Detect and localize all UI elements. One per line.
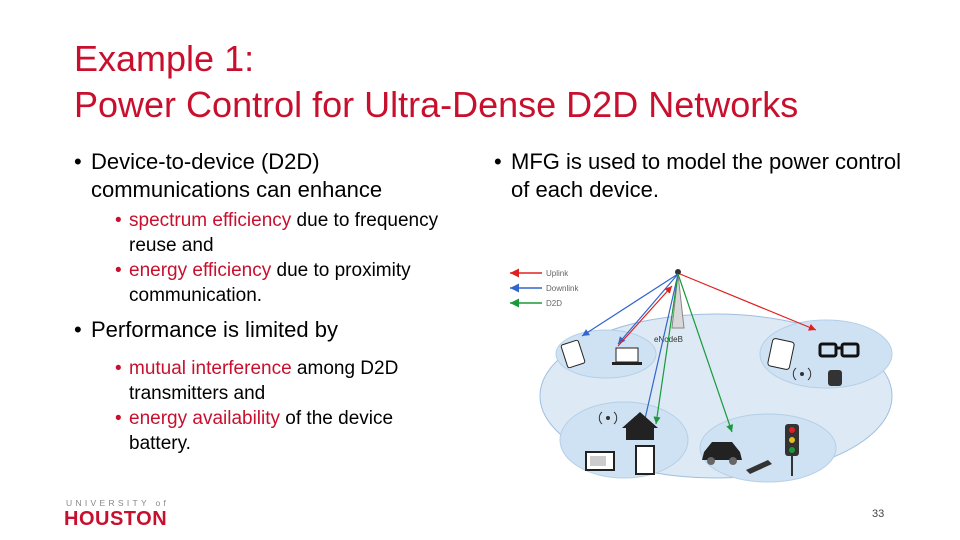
sub-bullet-interference: mutual interference among D2D transmitte… [115, 356, 445, 406]
d2d-arrow-car [677, 273, 734, 433]
uplink-arrow-laptop [617, 285, 673, 347]
downlink-arrow-laptop [617, 273, 679, 345]
sub-bullets-limits: mutual interference among D2D transmitte… [74, 356, 445, 456]
sub-bullet-spectrum-highlight: spectrum efficiency [129, 210, 292, 231]
downlink-arrow-phone [581, 273, 679, 337]
downlink-arrow-home [640, 273, 679, 433]
right-column: MFG is used to model the power control o… [494, 148, 904, 204]
sub-bullet-energy: energy efficiency due to proximity commu… [115, 258, 474, 308]
bullet-mfg-text: MFG is used to model the power control o… [494, 148, 904, 204]
bullet-d2d: Device-to-device (D2D) communications ca… [74, 148, 474, 204]
sub-bullet-battery: energy availability of the device batter… [115, 406, 445, 456]
sub-bullet-energy-highlight: energy efficiency [129, 260, 272, 281]
smartwatch-icon [828, 370, 842, 386]
title-line-1: Example 1: [74, 38, 255, 79]
microwave-icon [585, 451, 615, 471]
sub-bullet-battery-highlight: energy availability [129, 408, 281, 429]
sub-bullet-energy-text: due to proximity communication. [129, 260, 411, 306]
left-column: Device-to-device (D2D) communications ca… [74, 148, 474, 456]
diagram-legend: Uplink Downlink D2D [510, 268, 579, 308]
sub-bullets-benefits: spectrum efficiency due to frequency reu… [74, 208, 474, 308]
small-cell-bottom-left [559, 401, 689, 479]
d2d-network-diagram: Uplink Downlink D2D eNodeB [510, 268, 893, 483]
enodeb-tower-icon [671, 269, 685, 329]
legend-d2d: D2D [546, 299, 562, 308]
page-number: 33 [872, 508, 885, 520]
drone-icon [746, 460, 772, 474]
refrigerator-icon [635, 445, 655, 475]
sub-bullet-spectrum-text: due to frequency reuse and [129, 210, 439, 256]
bullet-performance: Performance is limited by [74, 316, 474, 344]
smartphone-icon [560, 339, 586, 369]
slide-title: Example 1: Power Control for Ultra-Dense… [74, 36, 934, 128]
sub-bullet-spectrum: spectrum efficiency due to frequency reu… [115, 208, 474, 258]
smartphone-right-icon [767, 338, 795, 370]
sub-bullet-battery-text: of the device battery. [129, 408, 394, 454]
wireless-sensor-icon [792, 367, 812, 381]
d2d-arrow-home [653, 273, 679, 425]
bullet-d2d-text: Device-to-device (D2D) communications ca… [74, 148, 474, 204]
sub-bullet-interference-highlight: mutual interference [129, 358, 292, 379]
university-of-label: UNIVERSITY of [66, 498, 170, 508]
traffic-light-icon [785, 424, 799, 476]
bullet-performance-text: Performance is limited by [74, 316, 474, 344]
small-cell-left [555, 329, 657, 379]
legend-downlink: Downlink [546, 284, 579, 293]
wifi-signal-icon [598, 411, 618, 425]
small-cell-right [759, 319, 893, 389]
legend-uplink: Uplink [546, 269, 569, 278]
laptop-icon [612, 347, 642, 365]
small-cell-bottom-right [699, 413, 837, 483]
car-icon [702, 442, 742, 465]
smart-home-icon [622, 412, 658, 440]
title-line-2: Power Control for Ultra-Dense D2D Networ… [74, 84, 799, 125]
houston-logo: HOUSTON [64, 508, 168, 530]
sub-bullet-interference-text: among D2D transmitters and [129, 358, 399, 404]
uplink-arrow-phone [679, 273, 817, 331]
smart-glasses-icon [818, 342, 860, 358]
